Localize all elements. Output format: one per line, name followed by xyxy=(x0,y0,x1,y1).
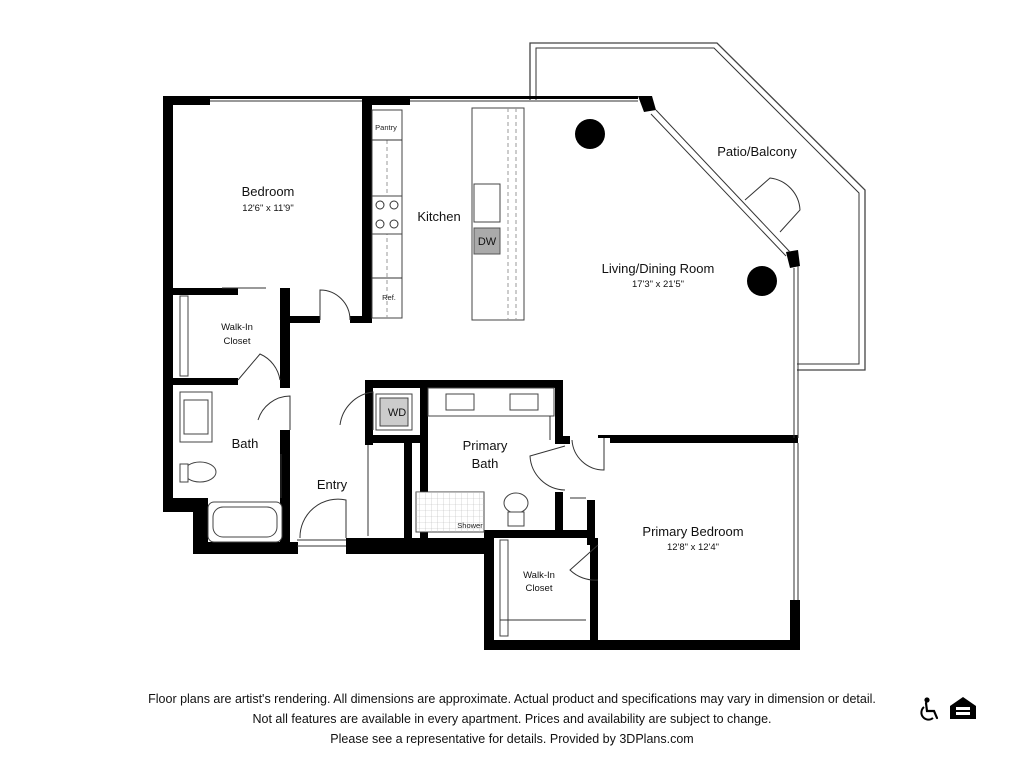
walkin-closet-2-label-1: Walk-In xyxy=(523,570,555,581)
column-2 xyxy=(747,266,777,296)
closet-details xyxy=(179,287,586,637)
primary-bath-fixtures xyxy=(415,387,586,533)
kitchen-sink xyxy=(473,183,501,223)
laundry xyxy=(367,393,413,536)
window-lines xyxy=(210,100,799,600)
bedroom-label: Bedroom xyxy=(242,184,295,199)
primary-toilet xyxy=(503,492,529,514)
walkin-closet-1-label-2: Closet xyxy=(224,336,251,347)
doors xyxy=(237,177,801,581)
walls xyxy=(163,96,800,650)
bedroom-dims: 12'6" x 11'9" xyxy=(242,203,293,214)
entry-label: Entry xyxy=(317,477,348,492)
walkin-closet-2-label-2: Closet xyxy=(526,583,553,594)
bath-fixtures xyxy=(179,391,283,543)
dishwasher xyxy=(473,227,501,255)
primary-bedroom-label: Primary Bedroom xyxy=(642,524,743,539)
disclaimer-line-3: Please see a representative for details.… xyxy=(330,732,694,746)
kitchen-label: Kitchen xyxy=(417,209,460,224)
primary-bath-label-1: Primary xyxy=(463,438,508,453)
kitchen-fixtures xyxy=(371,107,525,321)
bath-label: Bath xyxy=(232,436,259,451)
patio-balcony-area xyxy=(529,42,866,371)
living-label: Living/Dining Room xyxy=(602,261,715,276)
equal-housing-icon xyxy=(950,697,976,719)
wd-label: WD xyxy=(388,407,406,419)
bath-toilet xyxy=(183,461,217,483)
wheelchair-icon xyxy=(920,697,939,721)
patio-label: Patio/Balcony xyxy=(717,144,797,159)
disclaimer-line-1: Floor plans are artist's rendering. All … xyxy=(148,692,876,706)
living-dims: 17'3" x 21'5" xyxy=(632,279,684,290)
primary-bath-label-2: Bath xyxy=(472,456,499,471)
cooktop xyxy=(371,195,403,235)
primary-bedroom-dims: 12'8" x 12'4" xyxy=(667,542,719,553)
walkin-closet-1-label-1: Walk-In xyxy=(221,322,253,333)
logos xyxy=(920,697,976,721)
disclaimer: Floor plans are artist's rendering. All … xyxy=(60,689,964,749)
column-1 xyxy=(575,119,605,149)
ref-label: Ref. xyxy=(382,293,396,302)
dw-label: DW xyxy=(478,236,497,248)
pantry-label: Pantry xyxy=(375,123,397,132)
shower-label: Shower xyxy=(457,521,483,530)
disclaimer-line-2: Not all features are available in every … xyxy=(252,712,772,726)
